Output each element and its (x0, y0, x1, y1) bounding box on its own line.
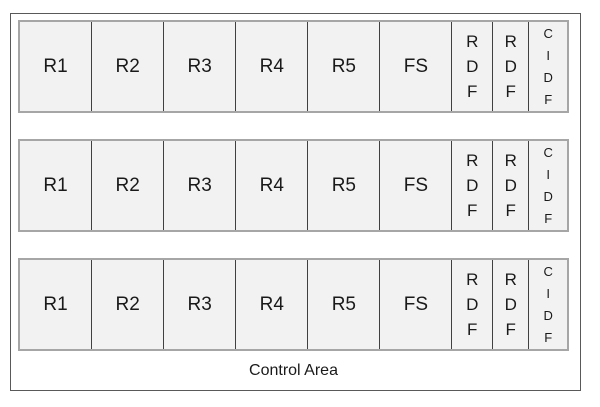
cell-rdf-1-label: R D F (466, 32, 479, 101)
cell-r4-label: R4 (259, 56, 284, 77)
cell-r2: R2 (91, 141, 163, 230)
cell-r5-label: R5 (331, 175, 356, 196)
cell-r1: R1 (20, 260, 91, 349)
cell-rdf-2: R D F (491, 141, 529, 230)
cell-r3: R3 (163, 141, 235, 230)
cell-rdf-1-label: R D F (466, 151, 479, 220)
cell-r4: R4 (235, 260, 307, 349)
cell-r3-label: R3 (187, 175, 212, 196)
cell-r3: R3 (163, 260, 235, 349)
cell-r2-label: R2 (115, 56, 140, 77)
cell-r2-label: R2 (115, 294, 140, 315)
cell-r4: R4 (235, 22, 307, 111)
cell-cidf-label: C I D F (543, 263, 553, 345)
cell-fs: FS (379, 22, 451, 111)
equipment-row-1: R1 R2 R3 R4 R5 FS R D F R D F C I D F (18, 20, 569, 113)
cell-r1: R1 (20, 22, 91, 111)
cell-fs: FS (379, 141, 451, 230)
cell-rdf-1: R D F (451, 141, 491, 230)
cell-r2: R2 (91, 260, 163, 349)
cell-r3-label: R3 (187, 56, 212, 77)
cell-rdf-2-label: R D F (504, 270, 517, 339)
cell-r5: R5 (307, 260, 379, 349)
cell-r2-label: R2 (115, 175, 140, 196)
cell-r3: R3 (163, 22, 235, 111)
cell-r5: R5 (307, 141, 379, 230)
cell-rdf-1: R D F (451, 22, 491, 111)
cell-r3-label: R3 (187, 294, 212, 315)
cell-rdf-2-label: R D F (504, 151, 517, 220)
equipment-row-3: R1 R2 R3 R4 R5 FS R D F R D F C I D F (18, 258, 569, 351)
control-area-frame: R1 R2 R3 R4 R5 FS R D F R D F C I D F R1… (10, 13, 581, 391)
cell-r4-label: R4 (259, 294, 284, 315)
cell-fs-label: FS (403, 56, 429, 77)
cell-rdf-2: R D F (491, 260, 529, 349)
cell-cidf: C I D F (528, 141, 567, 230)
cell-rdf-2-label: R D F (504, 32, 517, 101)
cell-fs-label: FS (403, 294, 429, 315)
control-area-label: Control Area (249, 361, 338, 379)
cell-r4: R4 (235, 141, 307, 230)
cell-cidf: C I D F (528, 22, 567, 111)
cell-cidf-label: C I D F (543, 25, 553, 107)
cell-rdf-2: R D F (491, 22, 529, 111)
cell-r5-label: R5 (331, 56, 356, 77)
cell-r1-label: R1 (43, 294, 68, 315)
control-area: Control Area (18, 351, 569, 390)
cell-r4-label: R4 (259, 175, 284, 196)
cell-fs: FS (379, 260, 451, 349)
cell-r5: R5 (307, 22, 379, 111)
cell-fs-label: FS (403, 175, 429, 196)
equipment-row-2: R1 R2 R3 R4 R5 FS R D F R D F C I D F (18, 139, 569, 232)
cell-r1: R1 (20, 141, 91, 230)
cell-cidf-label: C I D F (543, 144, 553, 226)
cell-rdf-1-label: R D F (466, 270, 479, 339)
cell-r1-label: R1 (43, 175, 68, 196)
cell-r1-label: R1 (43, 56, 68, 77)
cell-r2: R2 (91, 22, 163, 111)
cell-r5-label: R5 (331, 294, 356, 315)
cell-cidf: C I D F (528, 260, 567, 349)
cell-rdf-1: R D F (451, 260, 491, 349)
